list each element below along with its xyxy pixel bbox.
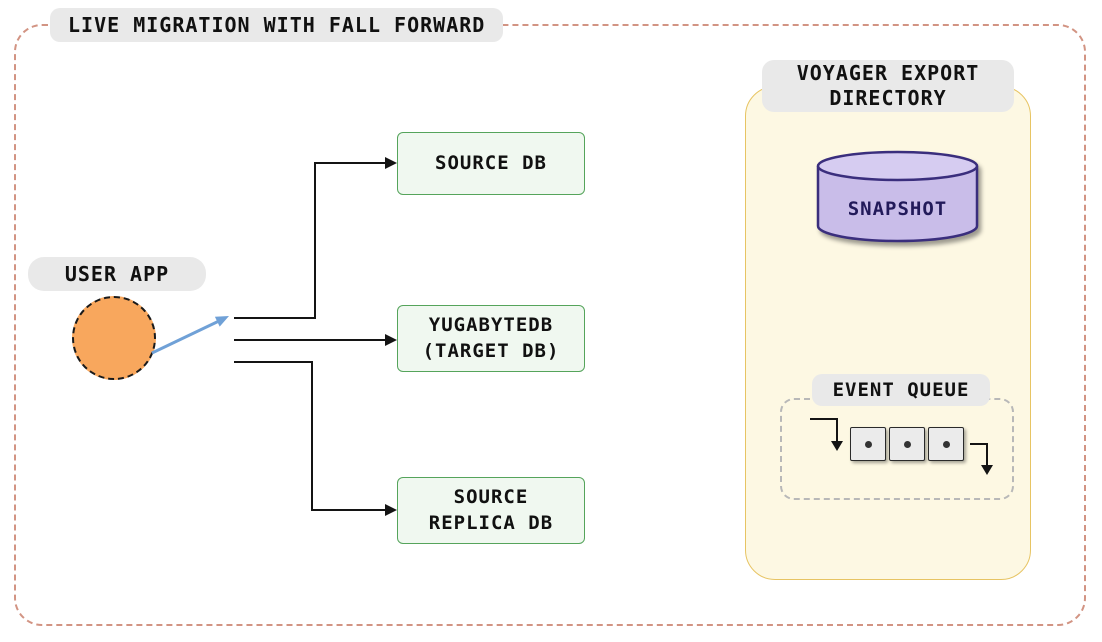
source-replica-db-label-line1: SOURCE xyxy=(453,485,529,508)
cylinder-body xyxy=(816,166,979,243)
diagram-border xyxy=(14,24,1086,626)
diagram-title: LIVE MIGRATION WITH FALL FORWARD xyxy=(50,8,504,42)
database-cylinder-icon xyxy=(816,150,979,243)
queue-item xyxy=(928,427,964,461)
queue-item-dot-icon xyxy=(903,440,911,448)
queue-item-dot-icon xyxy=(864,440,872,448)
voyager-panel-title-line2: DIRECTORY xyxy=(829,86,947,110)
voyager-panel-title: VOYAGER EXPORT DIRECTORY xyxy=(762,60,1014,112)
target-db-label-line1: YUGABYTEDB xyxy=(428,313,554,336)
snapshot-label: SNAPSHOT xyxy=(847,198,948,220)
cylinder-top xyxy=(816,150,979,182)
queue-item xyxy=(889,427,925,461)
source-db-node: SOURCE DB xyxy=(397,132,585,195)
event-queue-label: EVENT QUEUE xyxy=(812,374,990,406)
voyager-panel-title-line1: VOYAGER EXPORT xyxy=(796,61,980,85)
queue-item xyxy=(850,427,886,461)
queue-boxes-icon xyxy=(850,427,964,461)
source-replica-db-node: SOURCE REPLICA DB xyxy=(397,477,585,544)
target-db-node: YUGABYTEDB (TARGET DB) xyxy=(397,305,585,372)
target-db-label-line2: (TARGET DB) xyxy=(422,339,560,362)
source-replica-db-label-line2: REPLICA DB xyxy=(428,511,554,534)
user-app-circle-icon xyxy=(72,296,156,380)
user-app-label: USER APP xyxy=(28,257,206,291)
queue-item-dot-icon xyxy=(942,440,950,448)
source-db-label: SOURCE DB xyxy=(435,151,547,174)
